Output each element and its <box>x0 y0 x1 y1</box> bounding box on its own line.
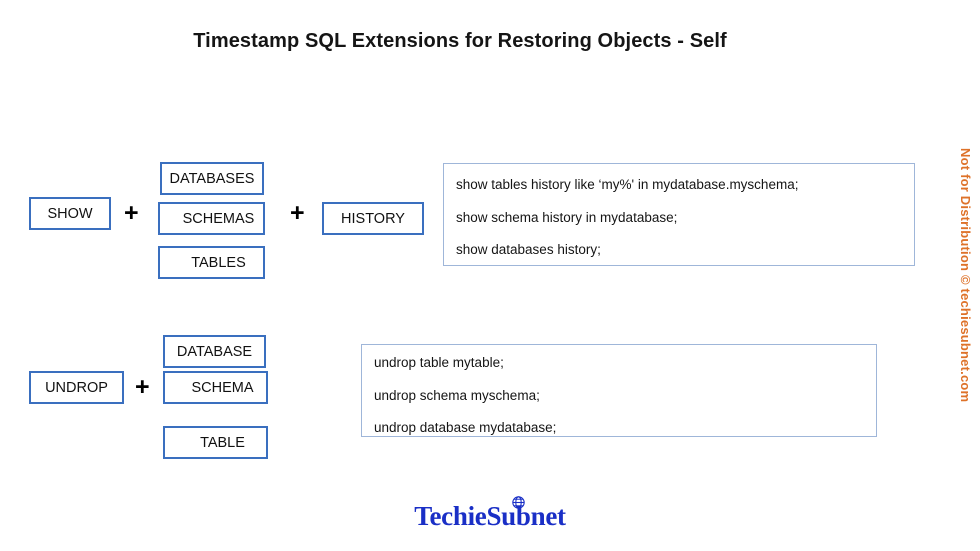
globe-icon <box>512 496 525 509</box>
plus-operator-3: + <box>135 373 150 401</box>
sql-example-line: show databases history; <box>456 242 601 257</box>
keyword-box-schemas[interactable]: SCHEMAS <box>158 202 265 235</box>
sql-example-line: show tables history like ‘my%' in mydata… <box>456 177 799 192</box>
keyword-box-table[interactable]: TABLE <box>163 426 268 459</box>
watermark-notice: Not for Distribution © techiesubnet.com <box>956 148 978 478</box>
keyword-box-undrop[interactable]: UNDROP <box>29 371 124 404</box>
sql-examples-panel-show: show tables history like ‘my%' in mydata… <box>443 163 915 266</box>
sql-example-line: undrop schema myschema; <box>374 387 540 403</box>
keyword-box-databases[interactable]: DATABASES <box>160 162 264 195</box>
page-title: Timestamp SQL Extensions for Restoring O… <box>193 30 727 52</box>
keyword-box-tables[interactable]: TABLES <box>158 246 265 279</box>
sql-example-line: show schema history in mydatabase; <box>456 209 678 225</box>
sql-example-line: undrop database mydatabase; <box>374 420 557 435</box>
keyword-box-database[interactable]: DATABASE <box>163 335 266 368</box>
sql-examples-panel-undrop: undrop table mytable; undrop schema mysc… <box>361 344 877 437</box>
logo-text: TechieSubnet <box>414 501 566 531</box>
keyword-box-show[interactable]: SHOW <box>29 197 111 230</box>
keyword-box-schema[interactable]: SCHEMA <box>163 371 268 404</box>
plus-operator-1: + <box>124 199 139 227</box>
watermark-text: Not for Distribution © techiesubnet.com <box>958 148 973 403</box>
footer-logo: TechieSubnet <box>0 496 980 531</box>
plus-operator-2: + <box>290 199 305 227</box>
sql-example-line: undrop table mytable; <box>374 355 504 370</box>
keyword-box-history[interactable]: HISTORY <box>322 202 424 235</box>
